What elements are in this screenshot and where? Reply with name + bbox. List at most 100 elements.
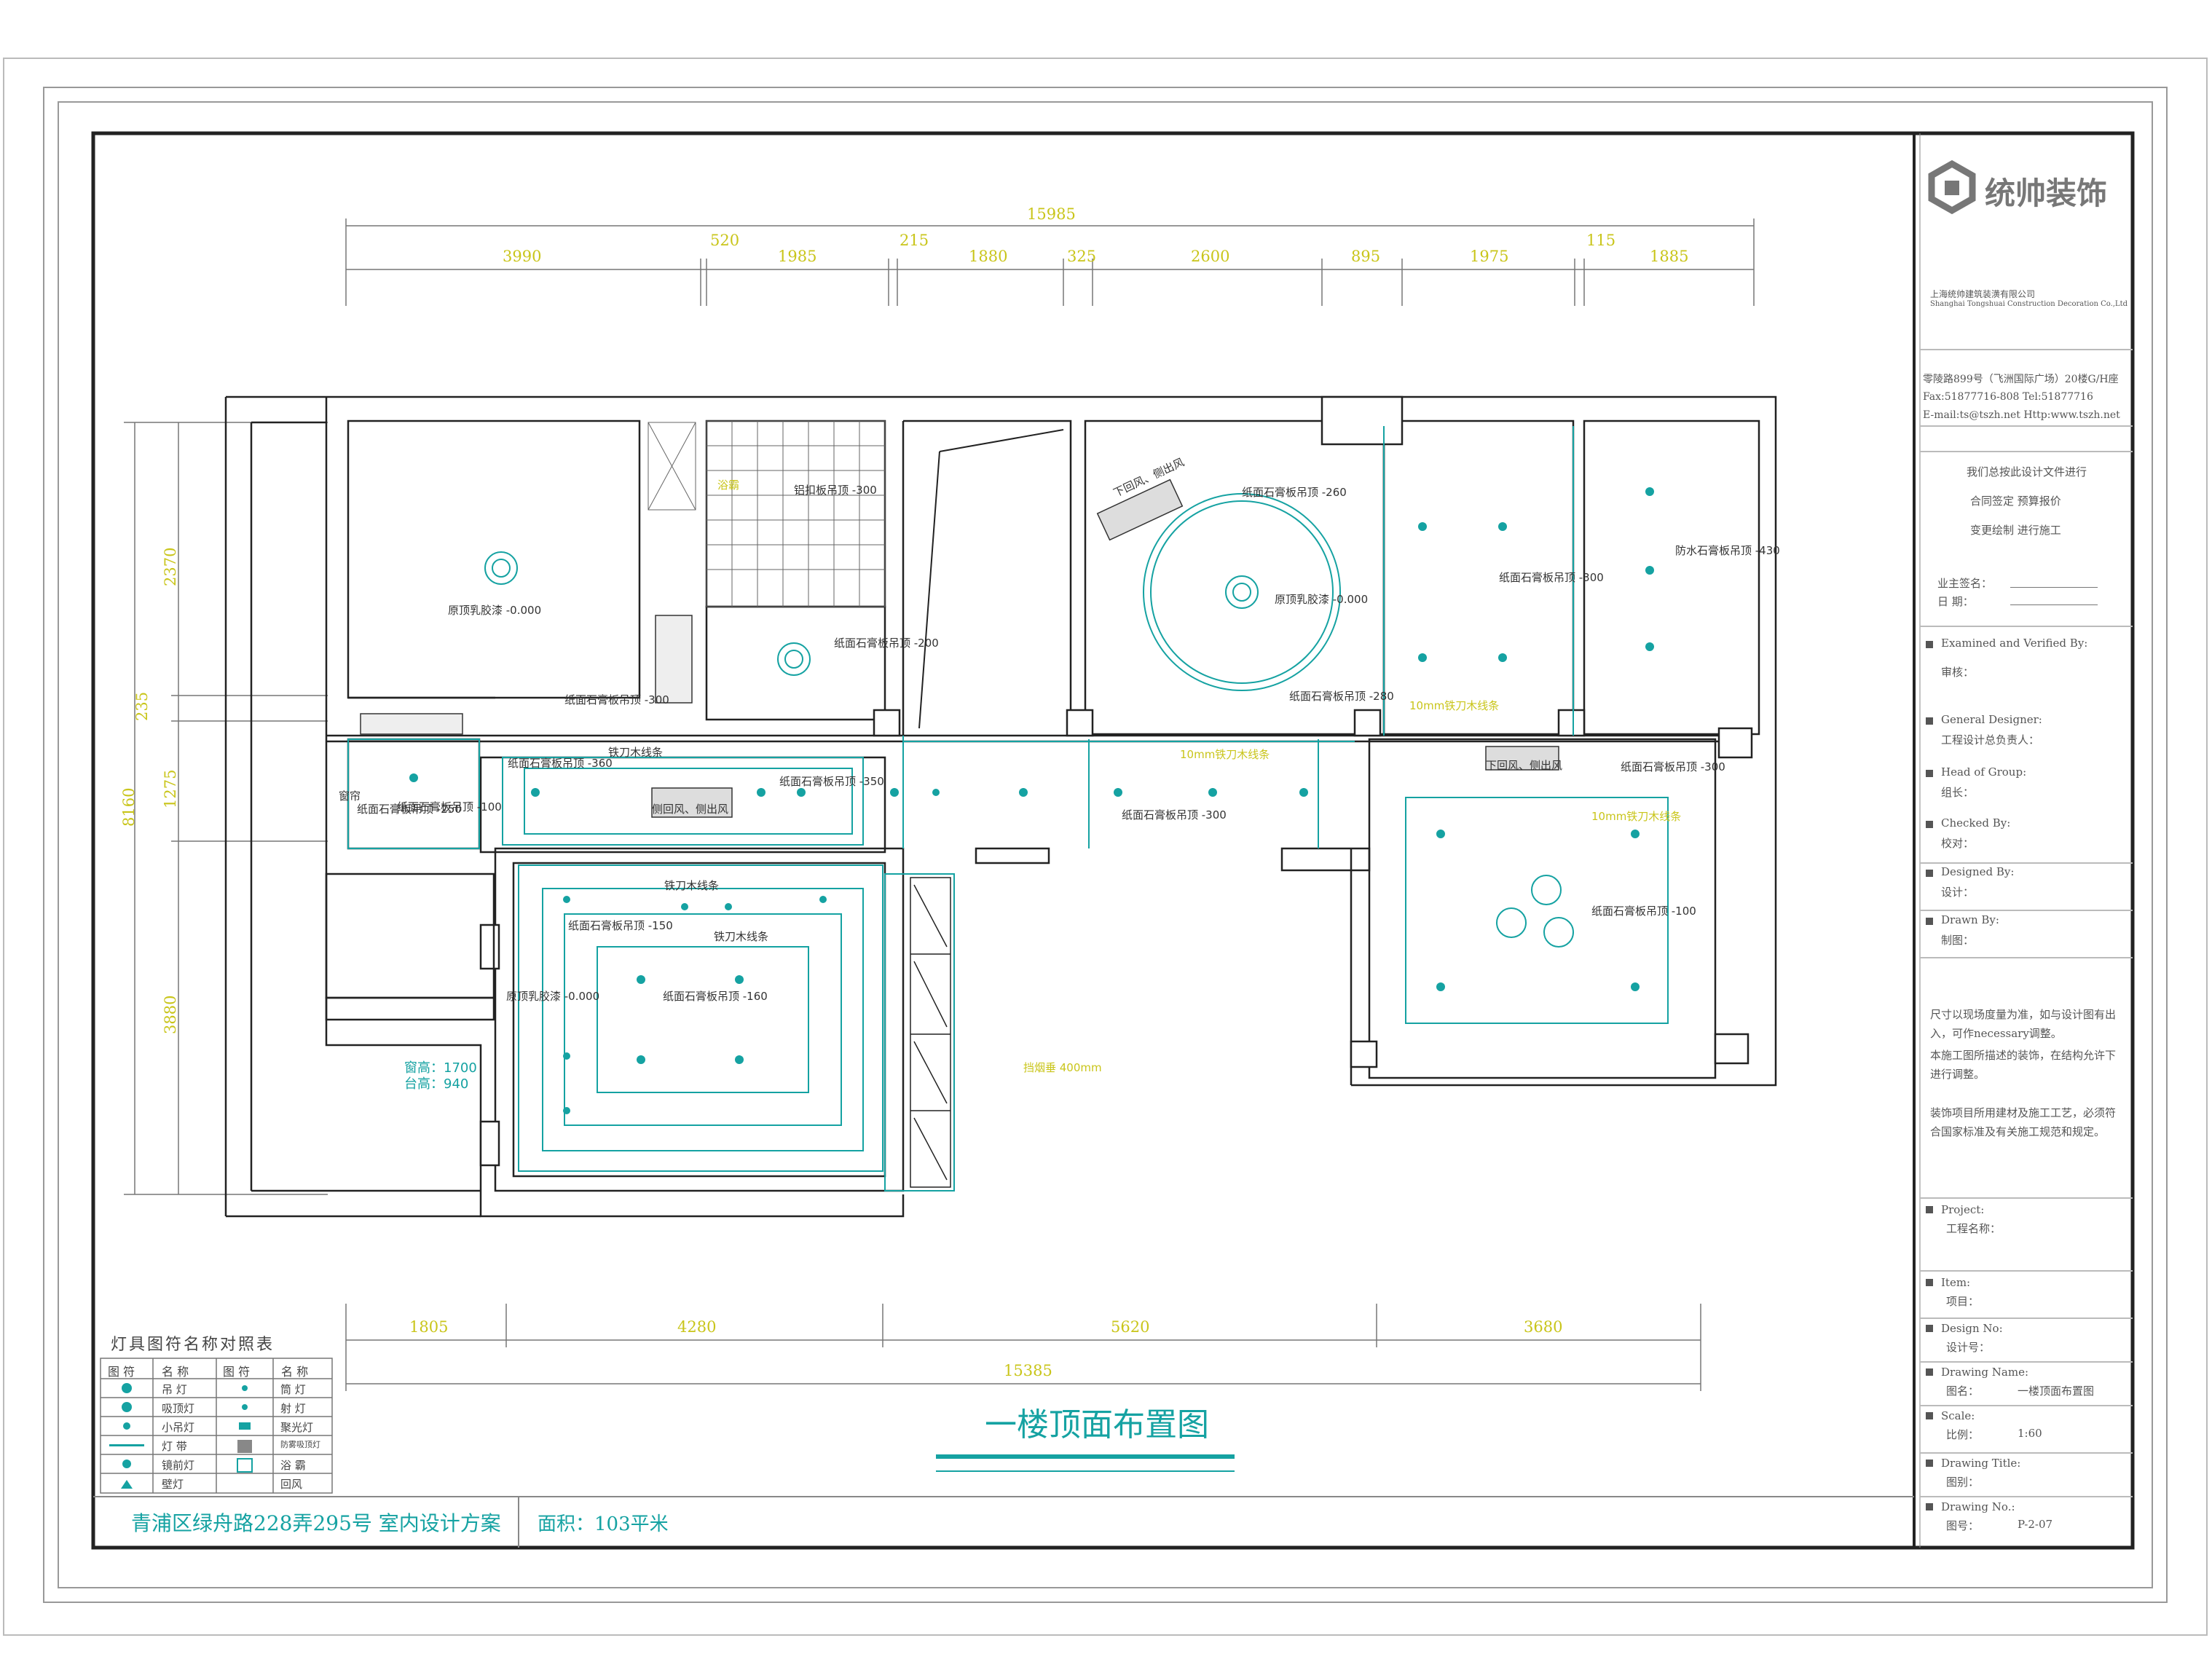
field-label-en: Designed By:	[1941, 865, 2015, 878]
lights-layer	[484, 551, 1574, 948]
field-bullet-icon	[1926, 1412, 1933, 1419]
dim-top-3: 215	[900, 232, 929, 249]
ann-8: 纸面石膏板吊顶 -300	[1122, 808, 1227, 822]
field-label-en: Examined and Verified By:	[1941, 637, 2088, 650]
legend-row-right-name: 射 灯	[280, 1402, 306, 1415]
field-label-cn: 组长：	[1941, 786, 1975, 799]
ann-18: 挡烟垂 400mm	[1023, 1061, 1102, 1074]
ann-23: 侧回风、侧出风	[652, 803, 729, 816]
field2-label-en: Project:	[1941, 1203, 1985, 1216]
field-bullet-icon	[1926, 1279, 1933, 1286]
field-bullet-icon	[1926, 870, 1933, 877]
field2-label-en: Scale:	[1941, 1409, 1975, 1422]
contact-address: 零陵路899号（飞洲国际广场）20楼G/H座	[1923, 374, 2119, 385]
field-label-cn: 制图：	[1941, 934, 1975, 947]
field-label-en: Checked By:	[1941, 816, 2011, 830]
legend-title: 灯具图符名称对照表	[111, 1336, 275, 1354]
field2-label-en: Item:	[1941, 1276, 1971, 1289]
field2-label-cn: 图别：	[1946, 1476, 1980, 1489]
field2-label-cn: 比例：	[1946, 1428, 1980, 1441]
brand-name: 统帅装饰	[1985, 176, 2108, 211]
field2-label-cn: 设计号：	[1946, 1341, 1991, 1354]
note-2: 本施工图所描述的装饰，在结构允许下进行调整。	[1930, 1049, 2117, 1081]
legend-row-left-name: 壁灯	[162, 1478, 184, 1491]
dim-top-1: 520	[710, 232, 740, 249]
curtain-box	[360, 713, 463, 735]
legend-row-right-name: 回风	[280, 1478, 303, 1491]
legend-row-right-name: 浴 霸	[280, 1459, 306, 1472]
workflow-line3: 变更绘制 进行施工	[1970, 524, 2061, 537]
dim-left-0: 2370	[162, 547, 179, 586]
ann-28: 窗帘	[339, 789, 361, 803]
field-label-cn: 校对：	[1941, 837, 1975, 850]
company-en: Shanghai Tongshuai Construction Decorati…	[1930, 300, 2128, 308]
dim-top-6: 2600	[1191, 248, 1230, 265]
field-bullet-icon	[1926, 918, 1933, 925]
legend-row-right-name: 聚光灯	[280, 1421, 314, 1434]
dim-top-5: 325	[1067, 248, 1097, 265]
ann-4: 纸面石膏板吊顶 -250	[357, 803, 462, 816]
drawing-title: 一楼顶面布置图	[985, 1406, 1209, 1443]
field2-label-en: Design No:	[1941, 1322, 2003, 1335]
field-label-cn: 设计：	[1941, 886, 1975, 899]
field-label-cn: 审核：	[1941, 666, 1975, 679]
field-bullet-icon	[1926, 1325, 1933, 1332]
ann-22: 下回风、侧出风	[1486, 759, 1563, 772]
legend-header-cell: 名 称	[162, 1365, 189, 1379]
ann-0: 原顶乳胶漆 -0.000	[448, 604, 542, 617]
dim-top-9: 115	[1586, 232, 1616, 249]
field2-label-cn: 图号：	[1946, 1519, 1980, 1532]
ann-21: 10mm铁刀木线条	[1591, 810, 1682, 823]
ac-unit	[651, 787, 733, 818]
field-label-en: Head of Group:	[1941, 765, 2027, 779]
downlights	[409, 487, 1654, 1114]
dim-top-7: 895	[1351, 248, 1381, 265]
field-label-en: General Designer:	[1941, 713, 2042, 726]
dim-top-4: 1880	[969, 248, 1008, 265]
field2-label-cn: 工程名称：	[1946, 1222, 2002, 1235]
dim-bottom-1: 4280	[677, 1318, 717, 1336]
company-cn: 上海统帅建筑装潢有限公司	[1930, 289, 2036, 299]
ann-3: 纸面石膏板吊顶 -200	[834, 637, 939, 650]
date-line	[2010, 604, 2098, 605]
ac-unit	[1485, 746, 1559, 771]
dim-bottom-total: 15385	[1004, 1362, 1052, 1379]
ann-25: 铁刀木线条	[608, 746, 664, 759]
ann-29: 浴霸	[717, 478, 740, 492]
field-bullet-icon	[1926, 1368, 1933, 1376]
field-label-cn: 工程设计总负责人：	[1941, 733, 2040, 747]
ann-5: 纸面石膏板吊顶 -350	[779, 775, 884, 788]
ann-16: 纸面石膏板吊顶 -300	[1621, 760, 1725, 773]
legend-header-cell: 图 符	[108, 1365, 135, 1379]
note-3: 装饰项目所用建材及施工工艺，必须符合国家标准及有关施工规范和规定。	[1930, 1106, 2117, 1138]
dim-left-total: 8160	[120, 787, 138, 827]
ann-2: 铝扣板吊顶 -300	[794, 484, 877, 497]
dim-top-total: 15985	[1027, 205, 1076, 223]
window-height: 窗高：1700	[404, 1060, 477, 1076]
ann-19: 10mm铁刀木线条	[1409, 699, 1500, 712]
field-bullet-icon	[1926, 717, 1933, 725]
ann-6: 纸面石膏板吊顶 -360	[508, 757, 613, 770]
field2-label-en: Drawing Title:	[1941, 1457, 2021, 1470]
field2-label-cn: 项目：	[1946, 1295, 1980, 1308]
ann-27: 铁刀木线条	[714, 930, 769, 943]
dim-left-1: 235	[133, 691, 151, 721]
legend-row-left-name: 灯 带	[162, 1440, 187, 1453]
dim-top-0: 3990	[503, 248, 542, 265]
legend-row-left-name: 吸顶灯	[162, 1402, 195, 1415]
legend-header-cell: 图 符	[223, 1365, 251, 1379]
field2-label-en: Drawing No.:	[1941, 1500, 2015, 1513]
ann-14: 纸面石膏板吊顶 -300	[1499, 571, 1604, 584]
bathroom-tile-grid	[648, 420, 886, 607]
ann-15: 防水石膏板吊顶 -430	[1675, 544, 1780, 557]
ac-unit	[655, 615, 693, 704]
field-bullet-icon	[1926, 641, 1933, 648]
field-bullet-icon	[1926, 1460, 1933, 1467]
dim-left-3: 3880	[162, 995, 179, 1034]
ann-9: 纸面石膏板吊顶 -150	[568, 919, 673, 932]
ann-30: 原顶乳胶漆 -0.000	[506, 990, 600, 1003]
dim-top-2: 1985	[778, 248, 817, 265]
ann-26: 铁刀木线条	[664, 879, 720, 892]
workflow-line1: 我们总按此设计文件进行	[1967, 465, 2087, 478]
